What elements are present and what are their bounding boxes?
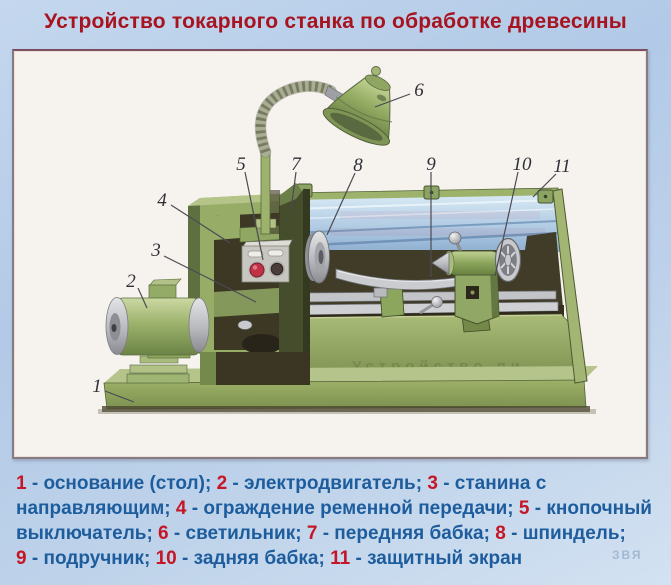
headstock [279,183,310,352]
tailstock [431,231,522,333]
callout-line-5 [244,171,264,261]
callout-number-2: 2 [126,271,136,292]
callout-line-7 [290,171,297,211]
page-title: Устройство токарного станка по обработке… [44,10,627,33]
callout-number-7: 7 [291,154,302,175]
callout-line-1 [104,390,135,403]
ghost-text-streaks [330,211,545,236]
callout-number-3: 3 [150,240,161,261]
black-button-icon [270,262,284,276]
lamp-shade [322,74,393,146]
lathe-diagram: Устройство пи [92,66,598,414]
callout-number-4: 4 [157,190,167,211]
belt-guard [188,193,310,385]
callout-number-1: 1 [92,376,102,397]
callout-line-10 [494,171,519,277]
caption-line: направляющим; 4 - ограждение ременной пе… [16,498,652,519]
callout-line-8 [326,172,356,236]
button-switch [241,239,293,283]
callout-number-8: 8 [353,155,363,176]
red-button-icon [249,262,265,278]
callout-number-11: 11 [553,156,571,177]
protective-screen [286,183,563,252]
corner-watermark: ЗВЯ [612,548,643,562]
caption-line: 9 - подручник; 10 - задняя бабка; 11 - з… [16,548,523,569]
screen-support-leg [552,188,588,384]
callout-line-3 [163,255,257,303]
callout-number-10: 10 [513,154,533,175]
callout-number-5: 5 [236,154,246,175]
callout-line-6 [374,93,411,108]
caption-line: 1 - основание (стол); 2 - электродвигате… [16,473,547,494]
electric-motor [105,278,210,384]
callout-line-11 [532,173,557,198]
callout-number-6: 6 [414,80,424,101]
callout-line-2 [137,287,148,309]
callout-number-9: 9 [426,154,436,175]
callout-line-4 [170,204,231,244]
handwheel [494,237,522,283]
lamp [254,66,393,235]
spindle [305,230,330,284]
caption-line: выключатель; 6 - светильник; 7 - передня… [16,523,626,544]
caption: 1 - основание (стол); 2 - электродвигате… [16,471,666,571]
